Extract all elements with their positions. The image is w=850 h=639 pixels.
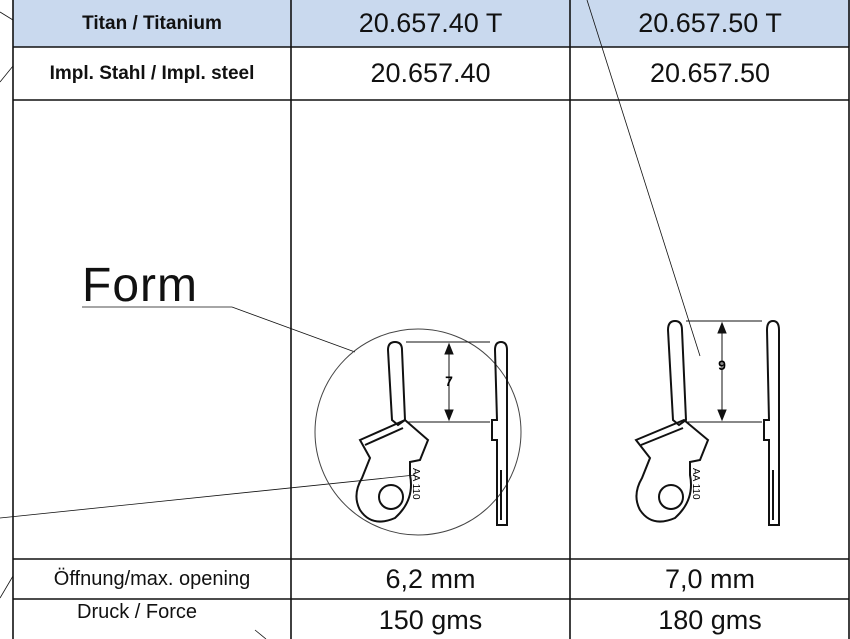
header-code-col2: 20.657.50 T <box>570 0 850 47</box>
header-code-col1: 20.657.40 T <box>291 0 570 47</box>
form-label: Form <box>82 259 198 312</box>
dimension-7-label: 7 <box>445 373 453 389</box>
header-label-titanium: Titan / Titanium <box>13 0 291 47</box>
leader-lines <box>0 0 701 639</box>
steel-label: Impl. Stahl / Impl. steel <box>49 62 255 84</box>
detail-circle <box>314 328 522 536</box>
opening-col2: 7,0 mm <box>664 563 756 594</box>
steel-code-col2: 20.657.50 <box>649 58 771 88</box>
dimension-9-label: 9 <box>718 357 726 373</box>
force-col2: 180 gms <box>658 605 762 635</box>
steel-code-col1: 20.657.40 <box>370 58 491 88</box>
dimension-9 <box>686 320 762 423</box>
force-col1: 150 gms <box>378 605 483 635</box>
force-label: Druck / Force <box>77 601 198 623</box>
table-grid <box>12 0 850 639</box>
engraving-label-2: AA 110 <box>690 468 701 500</box>
clip-illustration-2 <box>634 319 780 526</box>
opening-label: Öffnung/max. opening <box>53 567 251 590</box>
dimension-7 <box>406 341 490 423</box>
opening-col1: 6,2 mm <box>385 563 476 594</box>
clip-illustration-1 <box>355 340 508 526</box>
engraving-label-1: AA 110 <box>410 468 421 500</box>
